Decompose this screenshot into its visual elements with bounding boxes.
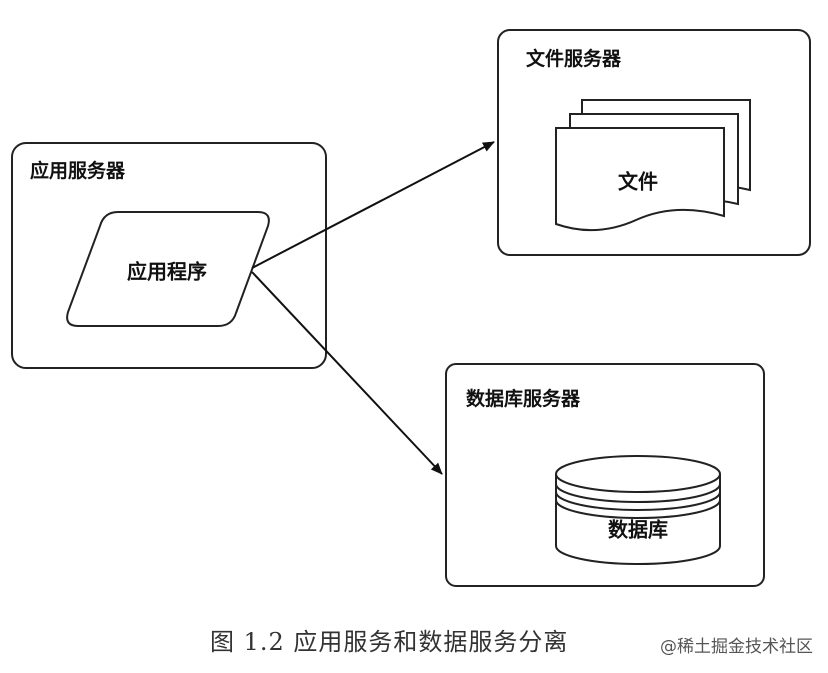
db-label: 数据库: [608, 517, 668, 542]
db-cylinder-top: [555, 455, 721, 493]
app-server-title: 应用服务器: [30, 160, 126, 182]
app-program-shape: [66, 211, 270, 327]
db-server-title: 数据库服务器: [466, 388, 581, 410]
db-cylinder-body: [555, 474, 721, 565]
file-label: 文件: [618, 169, 658, 194]
figure-caption: 图 1.2 应用服务和数据服务分离: [210, 628, 569, 656]
db-cylinder-ring-2: [555, 491, 721, 511]
file-doc-front: [555, 127, 725, 232]
db-cylinder-ring-1: [555, 483, 721, 503]
db-cylinder-ring-3: [555, 499, 721, 519]
watermark: @稀土掘金技术社区: [660, 637, 813, 657]
arrow-to-db-server: [251, 271, 443, 475]
arrow-to-file-server: [251, 141, 495, 269]
file-server-title: 文件服务器: [526, 48, 622, 70]
app-program-label: 应用程序: [127, 259, 207, 284]
